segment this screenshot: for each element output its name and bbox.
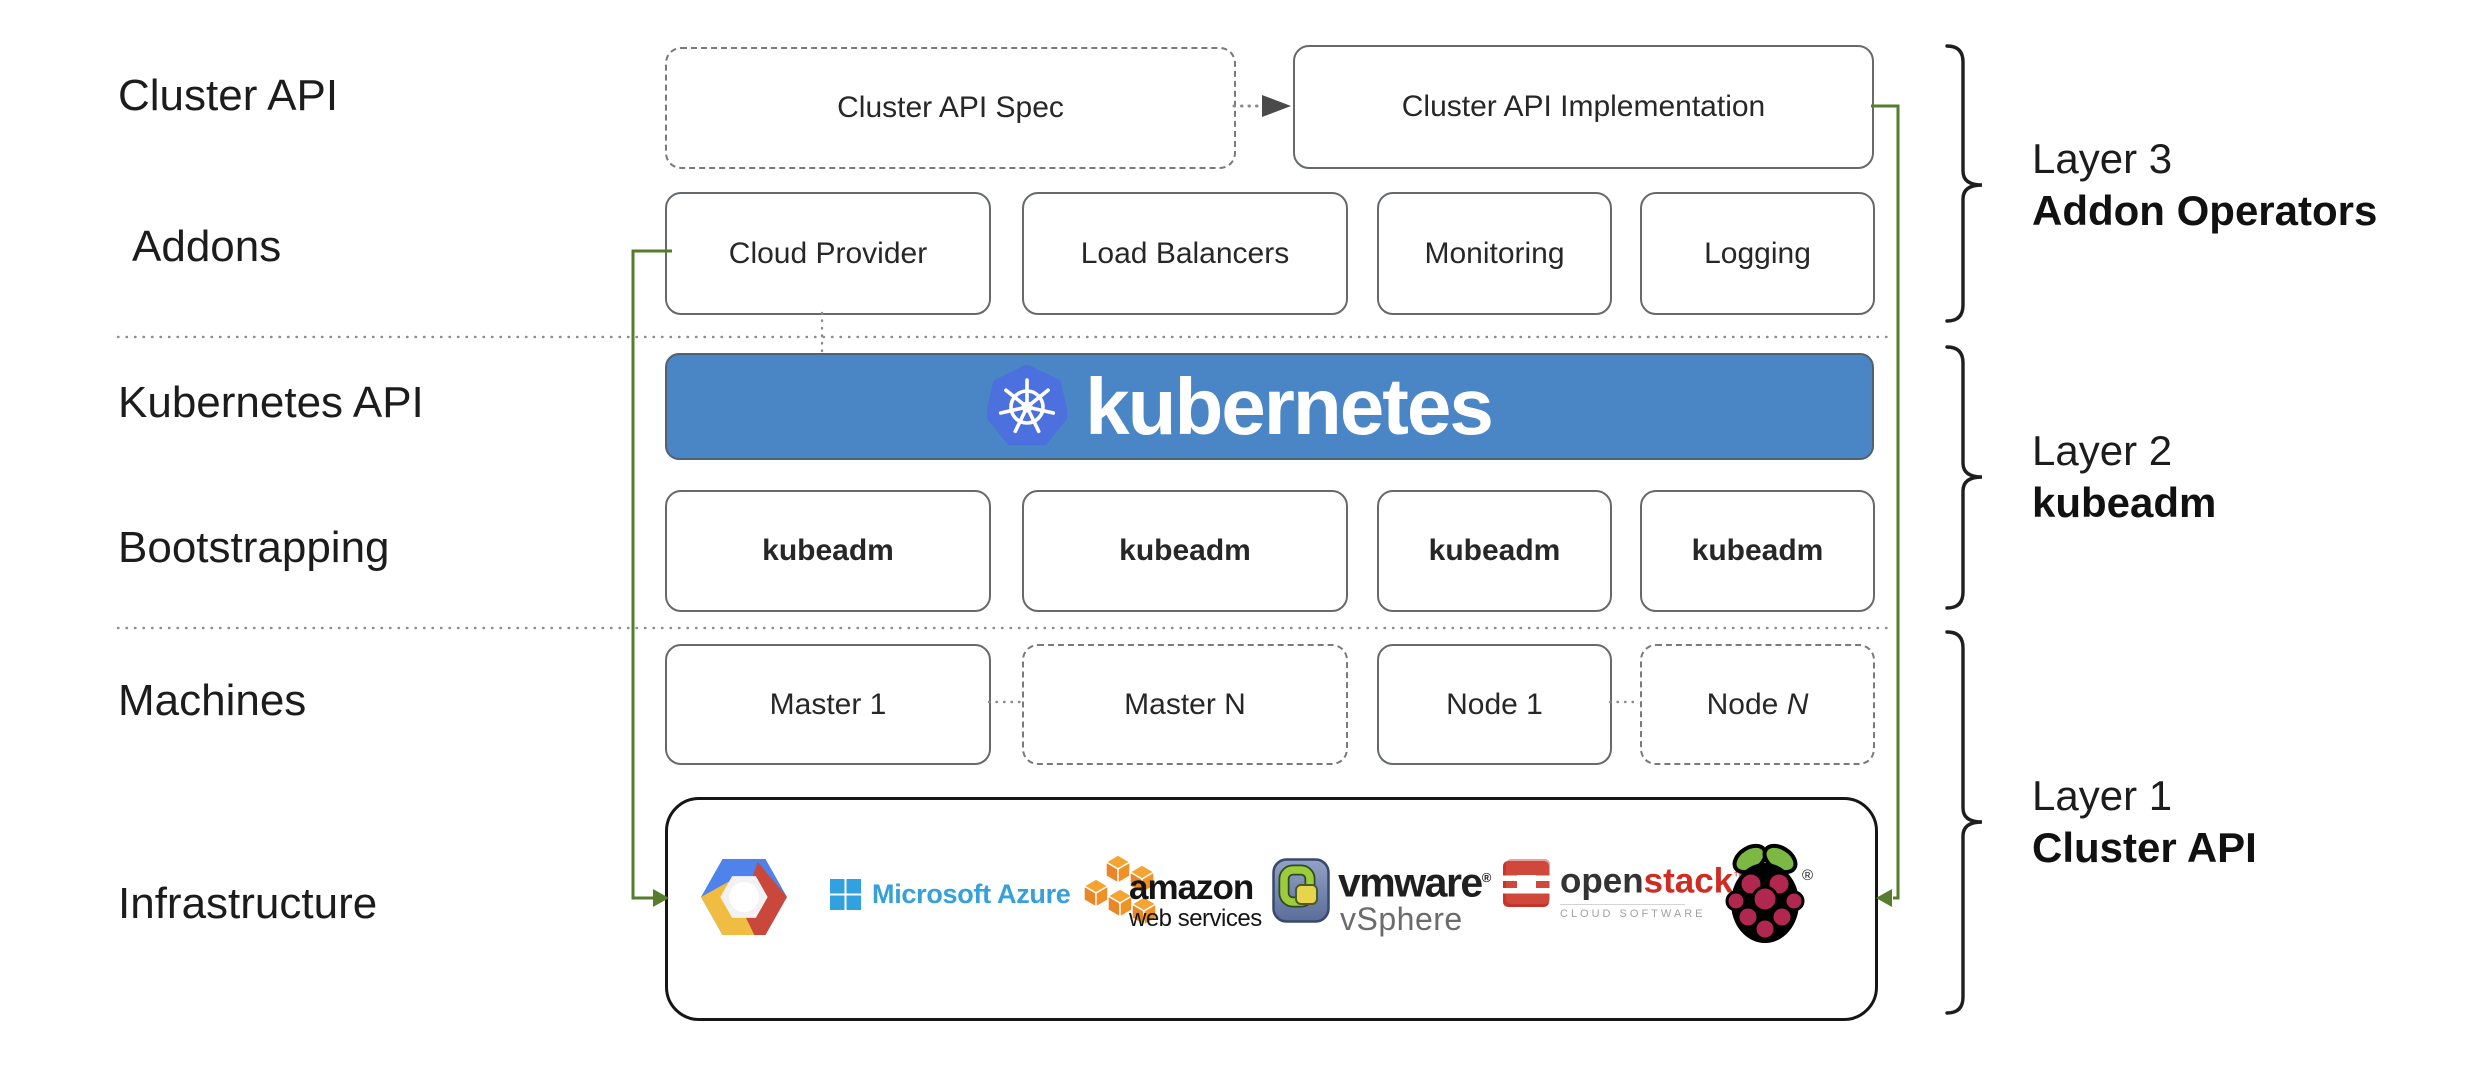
raspberry-pi-logo: ® — [1722, 836, 1814, 953]
web-services-wordmark: web services — [1129, 905, 1262, 932]
cluster-api-implementation-label: Cluster API Implementation — [1401, 90, 1766, 123]
infrastructure-right-arrowhead — [1876, 889, 1892, 907]
machine-label-master-1: Master 1 — [769, 687, 887, 721]
addon-box-logging: Logging — [1640, 192, 1875, 315]
layer-3-brace — [1945, 44, 1983, 323]
cluster-api-implementation-box: Cluster API Implementation — [1293, 45, 1874, 169]
row-label-infrastructure: Infrastructure — [118, 879, 378, 928]
addon-box-load-balancers: Load Balancers — [1022, 192, 1348, 315]
kubeadm-box-1: kubeadm — [665, 490, 991, 612]
row-label-cluster-api: Cluster API — [118, 71, 339, 120]
machine-label-node-1: Node 1 — [1446, 687, 1543, 721]
openstack-wordmark: openstack™ — [1560, 861, 1746, 901]
layer-1-label: Layer 1 Cluster API — [2032, 770, 2257, 874]
layer-2-brace — [1945, 345, 1983, 610]
spec-to-implementation-arrowhead — [1262, 95, 1291, 117]
layer-2-name: kubeadm — [2032, 479, 2217, 526]
kubernetes-wordmark: kubernetes — [1085, 361, 1494, 451]
vsphere-icon — [1272, 858, 1330, 923]
machine-label-master-n: Master N — [1124, 687, 1246, 721]
kubernetes-banner: kubernetes — [665, 353, 1874, 460]
node-n-italic: N — [1786, 687, 1809, 721]
kubeadm-box-2: kubeadm — [1022, 490, 1348, 612]
addon-box-monitoring: Monitoring — [1377, 192, 1612, 315]
row-label-machines: Machines — [118, 676, 307, 725]
implementation-to-infrastructure-line — [1871, 104, 1900, 900]
machine-box-master-n: Master N — [1022, 644, 1348, 765]
google-cloud-logo — [701, 859, 787, 935]
layer-1-number: Layer 1 — [2032, 772, 2173, 819]
cluster-api-spec-box: Cluster API Spec — [665, 47, 1236, 169]
layer-3-label: Layer 3 Addon Operators — [2032, 133, 2377, 237]
row-label-kubernetes-api: Kubernetes API — [118, 378, 424, 427]
layer-2-label: Layer 2 kubeadm — [2032, 425, 2216, 529]
amazon-web-services-logo: amazon web services — [1082, 853, 1262, 941]
registered-mark: ® — [1802, 867, 1813, 884]
kubeadm-box-3: kubeadm — [1377, 490, 1612, 612]
kubernetes-helm-icon — [987, 364, 1068, 445]
kubeadm-label: kubeadm — [1119, 534, 1251, 567]
layer-3-number: Layer 3 — [2032, 135, 2173, 182]
addon-label-load-balancers: Load Balancers — [1080, 236, 1290, 270]
openstack-tagline: CLOUD SOFTWARE — [1560, 903, 1703, 920]
machine-box-node-1: Node 1 — [1377, 644, 1612, 765]
microsoft-flag-icon — [830, 879, 861, 910]
machine-box-node-n: Node N — [1640, 644, 1875, 765]
addon-box-cloud-provider: Cloud Provider — [665, 192, 991, 315]
microsoft-azure-logo: Microsoft Azure — [830, 879, 1071, 910]
vmware-wordmark: vmware® — [1338, 859, 1491, 906]
addon-label-logging: Logging — [1704, 236, 1811, 270]
infrastructure-box — [665, 797, 1878, 1021]
layer-1-brace — [1945, 630, 1983, 1015]
machine-box-master-1: Master 1 — [665, 644, 991, 765]
machine-label-node-n: Node N — [1706, 687, 1809, 721]
row-label-bootstrapping: Bootstrapping — [118, 523, 390, 572]
amazon-wordmark: amazon — [1129, 868, 1254, 907]
kubeadm-label: kubeadm — [762, 534, 894, 567]
layer-1-name: Cluster API — [2032, 824, 2257, 871]
openstack-logo: openstack™ CLOUD SOFTWARE — [1502, 858, 1745, 922]
kubeadm-box-4: kubeadm — [1640, 490, 1875, 612]
azure-wordmark: Microsoft Azure — [872, 879, 1071, 909]
aws-cubes-icon — [1083, 854, 1157, 926]
vmware-vsphere-logo: vmware® vSphere — [1272, 858, 1491, 935]
cluster-api-spec-label: Cluster API Spec — [837, 91, 1064, 124]
row-label-addons: Addons — [132, 222, 282, 271]
layer-2-number: Layer 2 — [2032, 427, 2173, 474]
addon-label-monitoring: Monitoring — [1424, 236, 1565, 270]
kubeadm-label: kubeadm — [1691, 534, 1824, 567]
openstack-icon — [1502, 859, 1552, 907]
raspberry-pi-icon: ® — [1725, 843, 1813, 943]
addon-label-cloud-provider: Cloud Provider — [728, 236, 928, 270]
layer-3-name: Addon Operators — [2032, 187, 2378, 234]
vsphere-wordmark: vSphere — [1340, 900, 1463, 937]
kubeadm-label: kubeadm — [1428, 534, 1561, 567]
